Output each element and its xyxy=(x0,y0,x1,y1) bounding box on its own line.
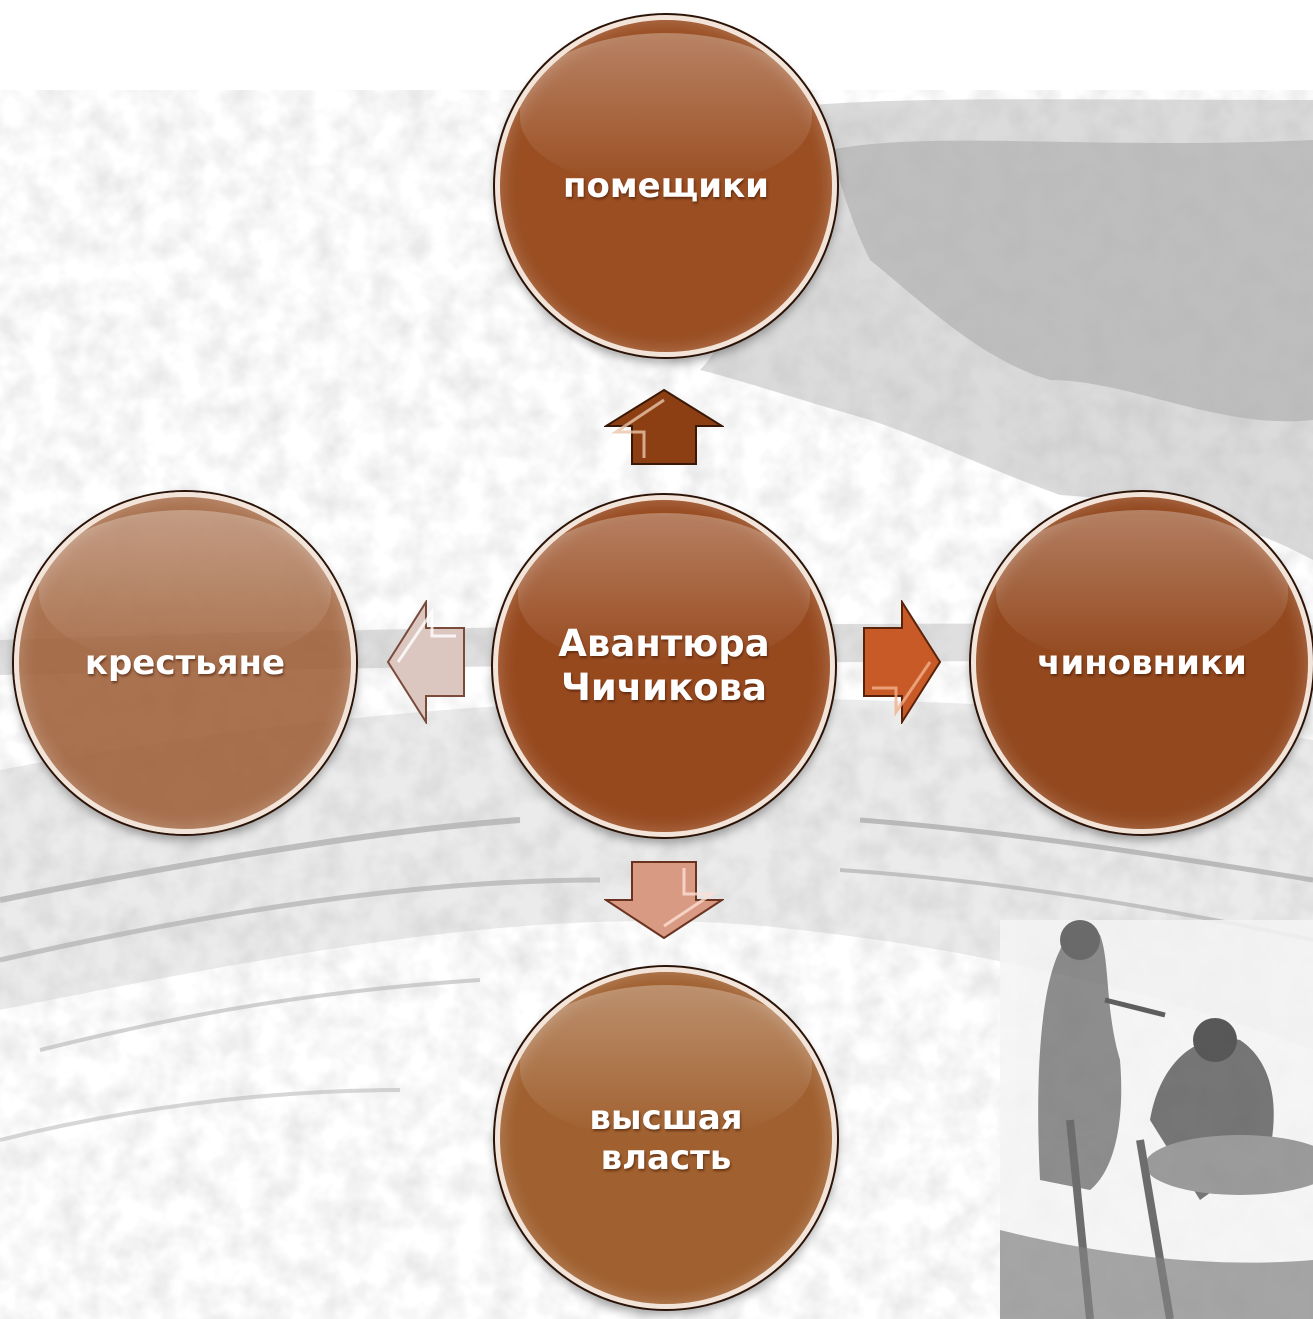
node-chichikov-adventure: Авантюра Чичикова xyxy=(493,495,835,837)
arrow-up xyxy=(604,388,724,465)
node-officials-label: чиновники xyxy=(1037,642,1247,683)
node-landowners-label: помещики xyxy=(562,165,769,206)
node-landowners: помещики xyxy=(495,15,837,357)
node-peasants-label: крестьяне xyxy=(84,642,286,683)
node-center-line1: Авантюра xyxy=(558,622,770,666)
node-bottom-label: высшая власть xyxy=(589,1098,742,1178)
arrow-right xyxy=(863,600,942,724)
node-bottom-line2: власть xyxy=(600,1138,732,1178)
node-higher-authority: высшая власть xyxy=(495,967,837,1309)
node-officials: чиновники xyxy=(971,492,1313,834)
node-peasants: крестьяне xyxy=(14,492,356,834)
node-center-label: Авантюра Чичикова xyxy=(558,622,769,709)
node-bottom-line1: высшая xyxy=(589,1097,743,1138)
node-center-line2: Чичикова xyxy=(560,666,768,709)
card-players-engraving xyxy=(1000,920,1313,1319)
arrow-down xyxy=(604,861,724,940)
arrow-left xyxy=(386,600,465,724)
